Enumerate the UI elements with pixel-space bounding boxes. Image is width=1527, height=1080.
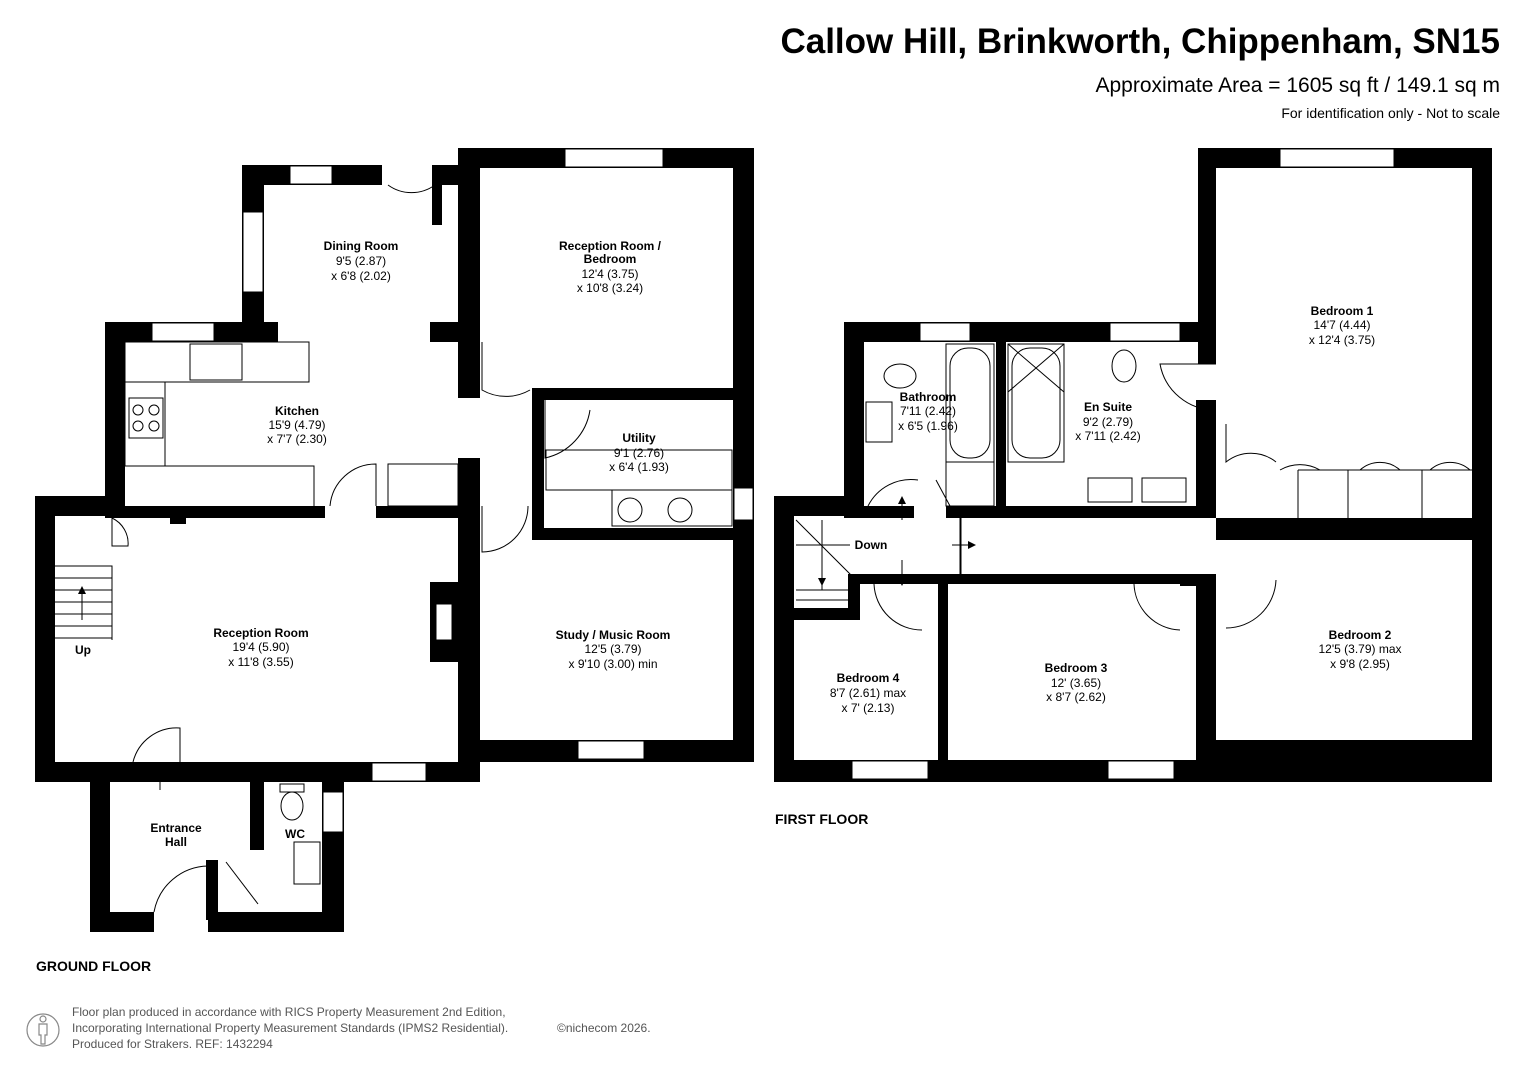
footer-line-3: Produced for Strakers. REF: 1432294 (72, 1037, 273, 1051)
room-dim-dining-1: 9'5 (2.87) (336, 254, 386, 268)
room-dim-bedroom-4-2: x 7' (2.13) (842, 701, 895, 715)
approximate-area: Approximate Area = 1605 sq ft / 149.1 sq… (1095, 74, 1501, 97)
room-dim-bedroom-2-2: x 9'8 (2.95) (1330, 657, 1390, 671)
room-name-entrance-2: Hall (165, 835, 187, 849)
room-name-bedroom-2: Bedroom 2 (1329, 628, 1392, 642)
room-name-bathroom: Bathroom (900, 390, 957, 404)
staircase-first (795, 519, 851, 611)
room-dim-utility-1: 9'1 (2.76) (614, 446, 664, 460)
room-name-wc: WC (285, 827, 305, 841)
room-dim-kitchen-1: 15'9 (4.79) (269, 418, 326, 432)
brand-copyright: ©nichecom 2026. (557, 1021, 651, 1035)
person-icon (26, 1013, 60, 1047)
room-dim-bedroom-3-2: x 8'7 (2.62) (1046, 690, 1106, 704)
first-floor-label: FIRST FLOOR (775, 811, 869, 827)
room-dim-reception-bedroom-2: x 10'8 (3.24) (577, 281, 643, 295)
room-name-utility: Utility (622, 431, 656, 445)
room-dim-bedroom-4-1: 8'7 (2.61) max (830, 686, 906, 700)
room-name-study: Study / Music Room (556, 628, 671, 642)
room-dim-study-1: 12'5 (3.79) (585, 642, 642, 656)
ground-floor-plan (35, 148, 754, 932)
room-name-reception: Reception Room (213, 626, 308, 640)
room-dim-bathroom-1: 7'11 (2.42) (900, 404, 956, 418)
room-name-dining: Dining Room (324, 239, 399, 253)
room-name-bedroom-1: Bedroom 1 (1311, 304, 1374, 318)
footer-line-1: Floor plan produced in accordance with R… (72, 1005, 506, 1019)
room-dim-bedroom-3-1: 12' (3.65) (1051, 676, 1101, 690)
property-address-title: Callow Hill, Brinkworth, Chippenham, SN1… (780, 22, 1500, 61)
footer-line-2: Incorporating International Property Mea… (72, 1021, 509, 1035)
ground-floor-doors (111, 184, 591, 913)
room-dim-kitchen-2: x 7'7 (2.30) (267, 432, 327, 446)
room-name-bedroom-4: Bedroom 4 (837, 671, 900, 685)
room-dim-reception-1: 19'4 (5.90) (233, 640, 290, 654)
room-dim-utility-2: x 6'4 (1.93) (609, 460, 669, 474)
room-dim-dining-2: x 6'8 (2.02) (331, 269, 391, 283)
first-floor-doors (867, 363, 1471, 631)
room-name-ensuite: En Suite (1084, 400, 1132, 414)
room-dim-ensuite-2: x 7'11 (2.42) (1075, 429, 1140, 443)
room-name-entrance-1: Entrance (150, 821, 202, 835)
stairs-down-label: Down (855, 538, 888, 552)
room-dim-bedroom-1-2: x 12'4 (3.75) (1309, 333, 1375, 347)
room-name-bedroom-3: Bedroom 3 (1045, 661, 1108, 675)
room-name-reception-bedroom-2: Bedroom (584, 252, 637, 266)
first-floor-plan (774, 148, 1492, 782)
room-name-kitchen: Kitchen (275, 404, 319, 418)
room-name-reception-bedroom-1: Reception Room / (559, 239, 662, 253)
room-dim-reception-bedroom-1: 12'4 (3.75) (582, 267, 639, 281)
scale-note: For identification only - Not to scale (1281, 105, 1500, 121)
footer-credits: Floor plan produced in accordance with R… (72, 1004, 651, 1052)
room-dim-bedroom-1-1: 14'7 (4.44) (1314, 318, 1371, 332)
floor-plan: Dining Room 9'5 (2.87) x 6'8 (2.02) Rece… (35, 148, 1492, 932)
room-dim-study-2: x 9'10 (3.00) min (569, 657, 658, 671)
staircase-ground (55, 565, 113, 640)
ground-floor-label: GROUND FLOOR (36, 958, 152, 974)
room-dim-reception-2: x 11'8 (3.55) (228, 655, 293, 669)
stairs-up-label: Up (75, 643, 91, 657)
room-dim-ensuite-1: 9'2 (2.79) (1083, 415, 1133, 429)
room-dim-bedroom-2-1: 12'5 (3.79) max (1319, 642, 1402, 656)
room-dim-bathroom-2: x 6'5 (1.96) (898, 419, 958, 433)
